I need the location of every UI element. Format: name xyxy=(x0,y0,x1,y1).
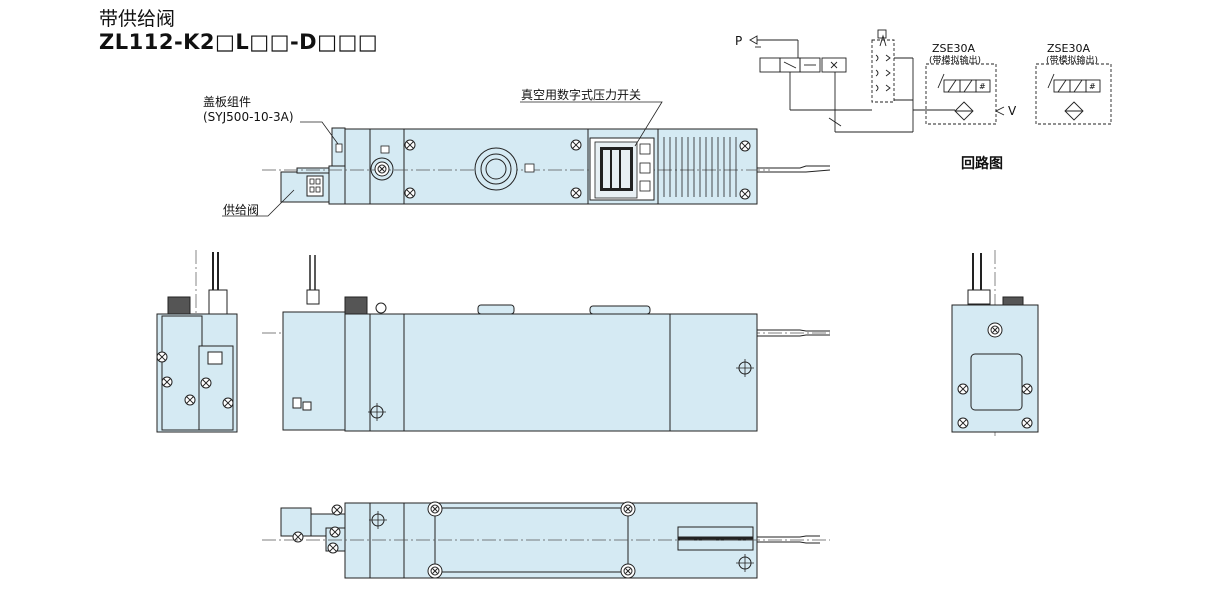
top-view xyxy=(222,101,831,217)
model-number: ZL112-K2□L□□-D□□□ xyxy=(99,30,379,54)
title-chinese: 带供给阀 xyxy=(99,8,176,30)
switch-model-1: ZSE30A xyxy=(932,42,975,55)
label-cover-plate: 盖板组件 xyxy=(203,95,251,109)
port-p-label: P xyxy=(735,34,742,48)
right-end-view xyxy=(951,250,1039,436)
switch-note-2: (带模拟输出) xyxy=(1046,54,1098,66)
switch-model-2: ZSE30A xyxy=(1047,42,1090,55)
bottom-view xyxy=(262,501,830,579)
circuit-title: 回路图 xyxy=(961,155,1003,172)
hash-mark-2: # xyxy=(1089,82,1096,91)
label-vacuum-switch: 真空用数字式压力开关 xyxy=(521,87,641,102)
switch-note-1: (带模拟输出) xyxy=(929,54,981,66)
port-v-label: V xyxy=(1008,104,1017,118)
side-view xyxy=(262,255,830,432)
hash-mark-1: # xyxy=(979,82,986,91)
circuit-diagram xyxy=(749,29,1112,133)
label-cover-plate-part: (SYJ500-10-3A) xyxy=(203,110,294,124)
heat-fins xyxy=(663,137,737,197)
label-supply-valve: 供给阀 xyxy=(223,203,259,217)
left-end-view xyxy=(156,250,238,433)
